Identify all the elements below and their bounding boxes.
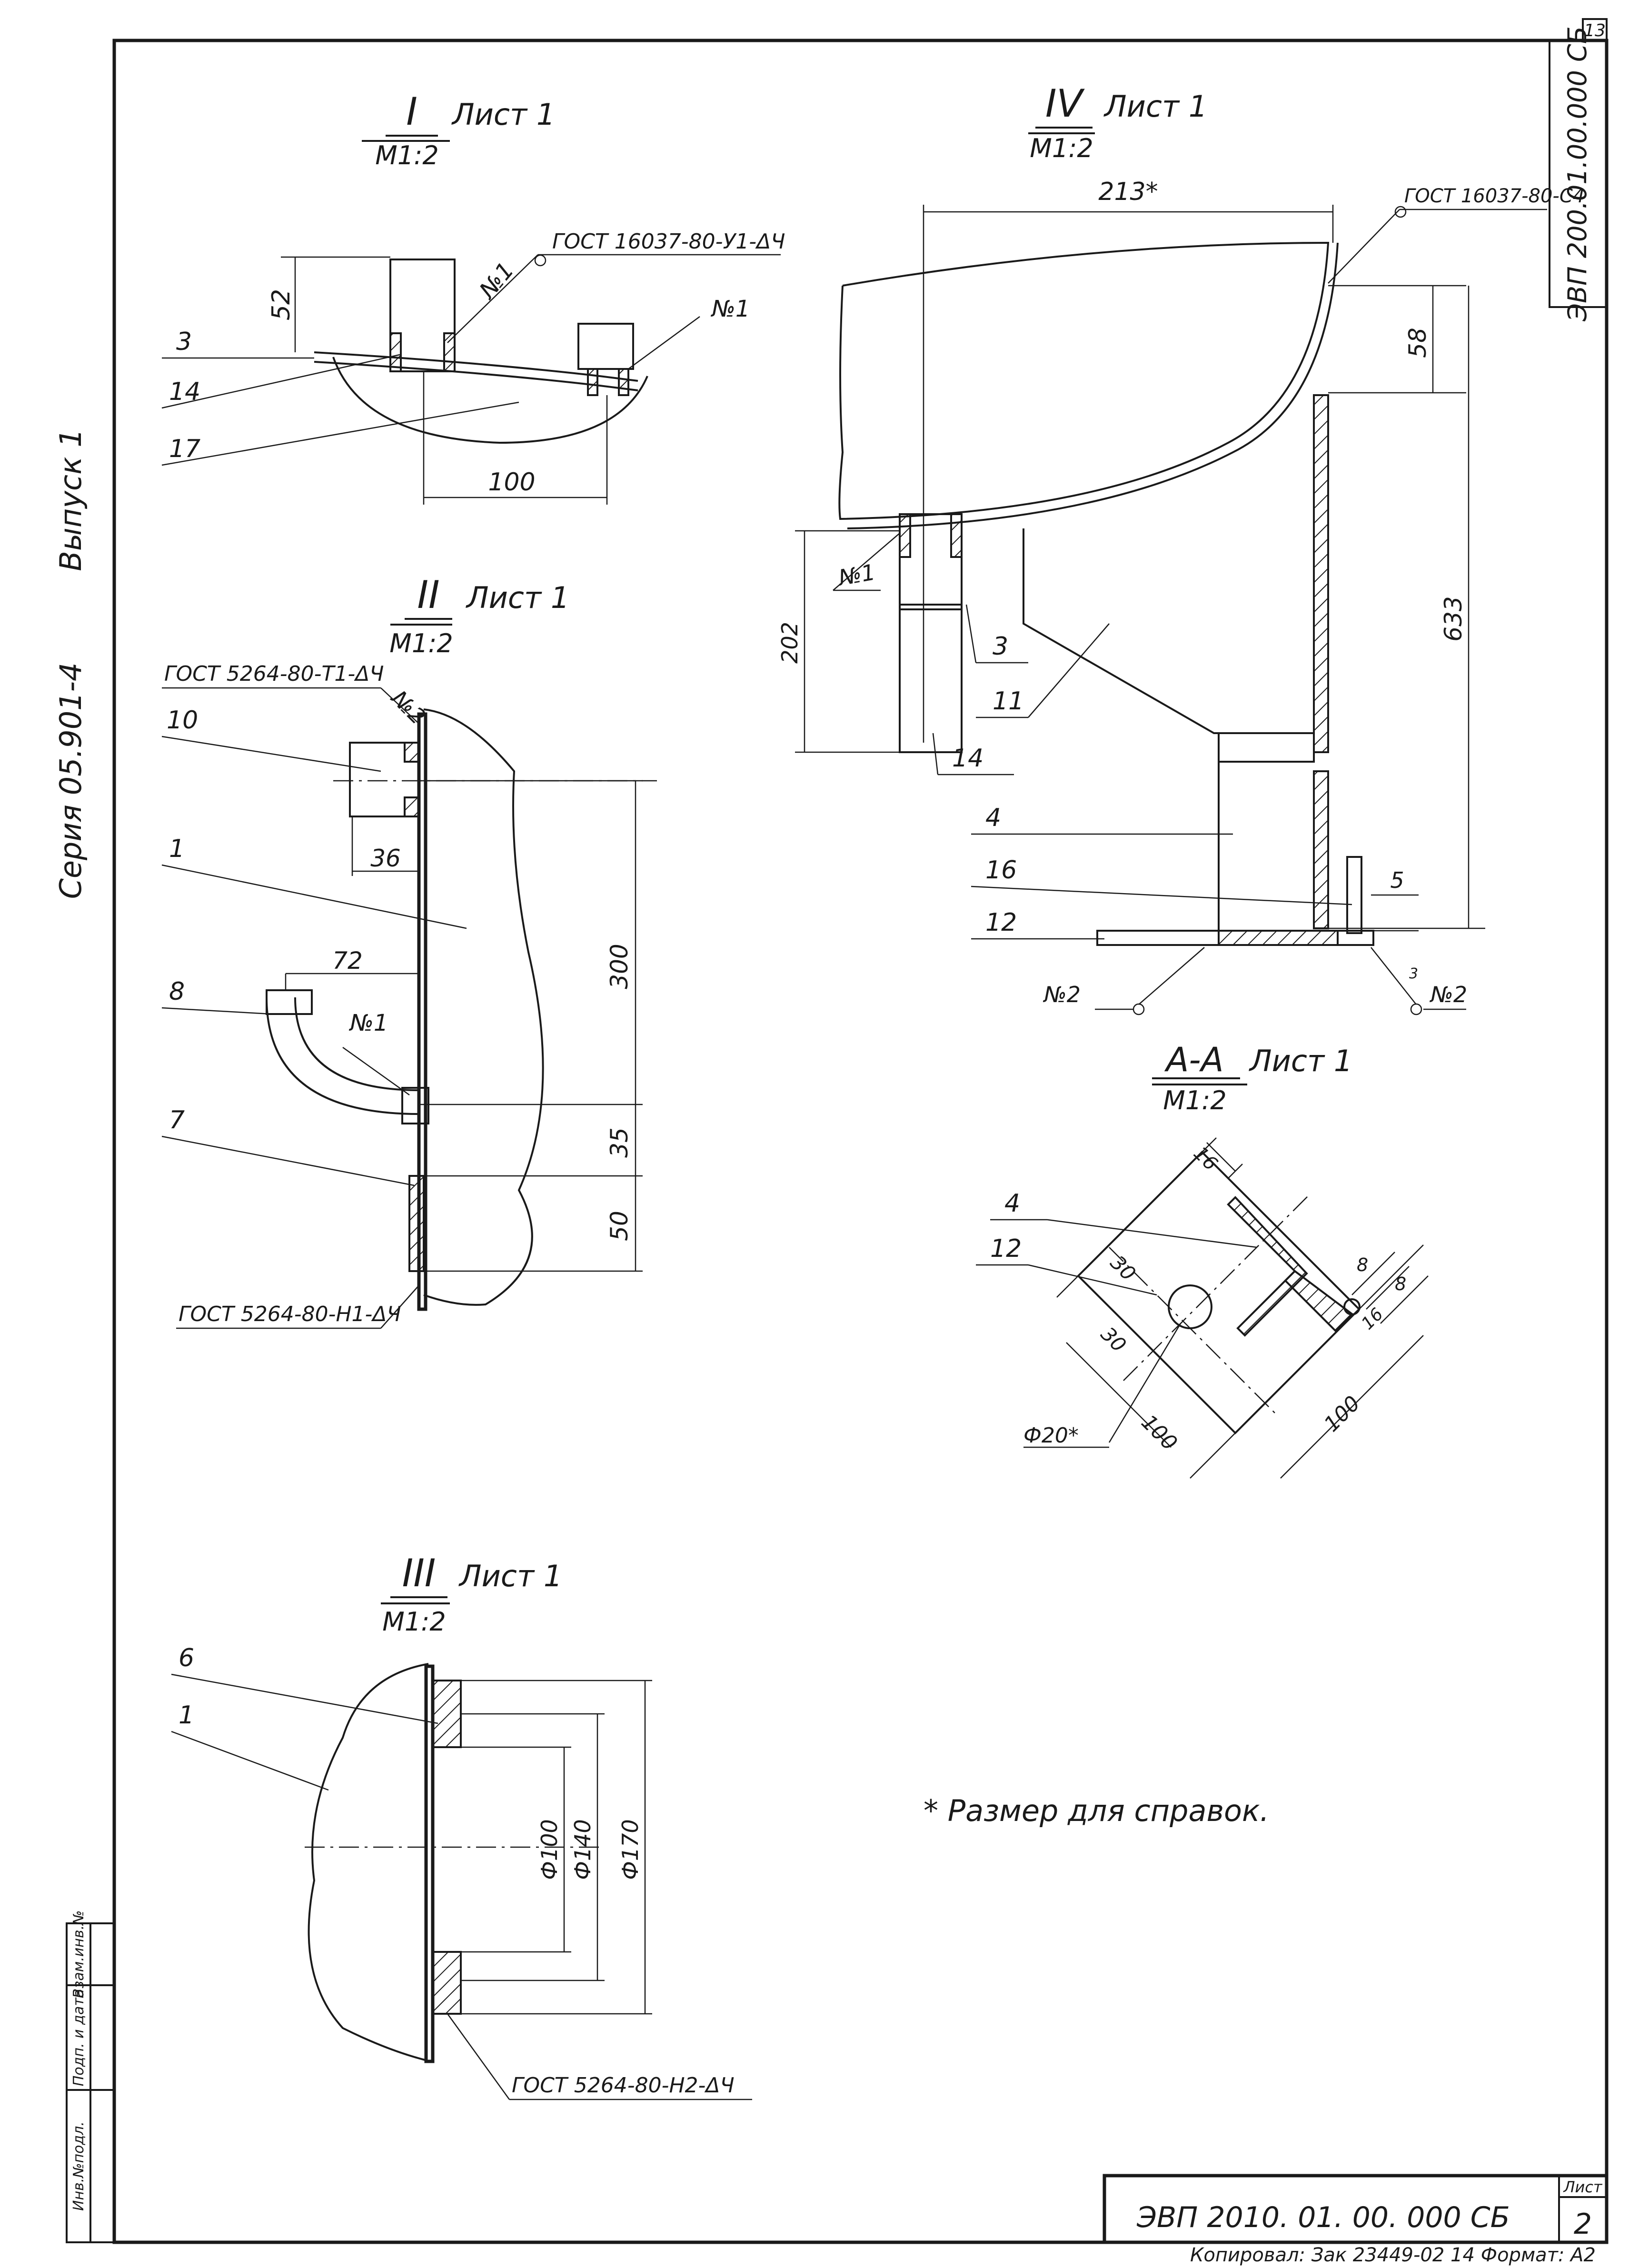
side-issue-text: Выпуск 1: [53, 428, 88, 571]
view2-roman: II: [417, 573, 439, 617]
view3-dim-f100: Ф100: [536, 1819, 562, 1880]
view3-sheet: Лист 1: [458, 1559, 562, 1593]
side-column-replace: Взам.инв.№: [70, 1910, 87, 1999]
view-4: IV Лист 1 М1:2 213* 58 633 202: [777, 81, 1585, 1015]
view4-scale: М1:2: [1030, 133, 1093, 163]
view4-item-12: 12: [985, 908, 1017, 937]
view4-item-3: 3: [993, 632, 1008, 661]
section-aa-dim-100a: 100: [1136, 1410, 1182, 1455]
corner-stamp: ЭВП 200.01.00.000 СБ: [1562, 26, 1592, 322]
section-aa-dim-16-right: 16: [1358, 1304, 1387, 1333]
view2-dim-72: 72: [332, 947, 363, 975]
view2-item-10: 10: [167, 706, 198, 735]
view2-sheet: Лист 1: [466, 580, 569, 615]
view4-dim-213: 213*: [1098, 178, 1158, 206]
view2-gost-top: ГОСТ 5264-80-Т1-ΔЧ: [164, 662, 384, 686]
view1-item-14: 14: [169, 378, 200, 406]
view4-dim-5: 5: [1390, 867, 1404, 893]
view4-dim-58: 58: [1404, 328, 1431, 358]
view2-weld-mid: №1: [348, 1010, 388, 1036]
side-column-inv: Инв.№подл.: [70, 2121, 87, 2211]
view1-item-3: 3: [176, 328, 192, 356]
view3-dim-f170: Ф170: [617, 1819, 643, 1880]
view4-roman: IV: [1045, 81, 1085, 126]
view1-roman: I: [406, 90, 417, 134]
title-sheet-label: Лист: [1563, 2178, 1602, 2196]
title-block: ЭВП 2010. 01. 00. 000 СБ Лист 2 Копирова…: [1103, 2174, 1609, 2266]
view2-dim-300: 300: [606, 944, 633, 989]
view2-dim-36: 36: [370, 845, 401, 872]
view1-scale: М1:2: [375, 140, 439, 170]
section-aa-sheet: Лист 1: [1249, 1044, 1352, 1078]
section-aa-scale: М1:2: [1163, 1085, 1227, 1115]
drawing-frame: 13 ЭВП 200.01.00.000 СБ Серия 05.901-4 В…: [53, 18, 1609, 2244]
view1-dim-52: 52: [267, 289, 296, 320]
view3-gost: ГОСТ 5264-80-Н2-ΔЧ: [512, 2073, 735, 2098]
section-aa: А-А Лист 1 М1:2 16 30 30 100 100 8 8 16 …: [976, 1040, 1429, 1479]
reference-note: * Размер для справок.: [924, 1793, 1269, 1828]
view4-gost: ГОСТ 16037-80-С4: [1404, 185, 1585, 207]
view2-dim-35: 35: [606, 1127, 633, 1158]
side-column-sign: Подп. и дата: [70, 1989, 87, 2086]
section-aa-dim-f20: Ф20*: [1023, 1423, 1079, 1448]
view1-dim-100: 100: [488, 468, 535, 497]
view4-weld-n1: №1: [835, 559, 877, 591]
section-aa-dim-8a: 8: [1357, 1254, 1368, 1275]
view2-item-8: 8: [169, 977, 185, 1006]
view4-item-16: 16: [985, 856, 1017, 885]
view3-roman: III: [402, 1551, 436, 1595]
section-aa-label: А-А: [1164, 1040, 1223, 1079]
view4-weld-n2-right: №2: [1429, 982, 1467, 1007]
view4-sheet: Лист 1: [1103, 89, 1207, 124]
view3-item-1: 1: [179, 1701, 194, 1730]
view2-item-1: 1: [169, 835, 185, 863]
view2-item-7: 7: [169, 1106, 185, 1134]
title-sheet-number: 2: [1574, 2208, 1592, 2241]
view4-dim-633: 633: [1440, 596, 1467, 641]
side-series-text: Серия 05.901-4: [53, 663, 88, 899]
view4-item-14: 14: [952, 744, 983, 773]
section-aa-item-12: 12: [990, 1234, 1022, 1263]
section-aa-item-4: 4: [1004, 1189, 1020, 1218]
view4-weld-leg: 3: [1409, 965, 1418, 982]
view4-weld-n2-left: №2: [1043, 982, 1081, 1007]
view3-dim-f140: Ф140: [570, 1819, 596, 1880]
view4-dim-202: 202: [777, 622, 803, 664]
view3-item-6: 6: [179, 1644, 194, 1672]
view-3: III Лист 1 М1:2 Ф100 Ф140 Ф170 6 1 ГОСТ …: [171, 1551, 752, 2100]
view2-dim-50: 50: [606, 1211, 633, 1241]
view1-weld1: №1: [473, 257, 519, 305]
view4-item-11: 11: [993, 687, 1024, 716]
view-1: I Лист 1 М1:2 52 100 ГОСТ 16037-80-У1-ΔЧ…: [161, 90, 785, 505]
view4-item-4: 4: [985, 804, 1001, 832]
view1-sheet: Лист 1: [451, 97, 555, 132]
section-aa-dim-8b: 8: [1395, 1273, 1406, 1294]
view-2: II Лист 1 М1:2 ГОСТ 5264-80-Т1-ΔЧ №2 36 …: [161, 573, 657, 1329]
view1-gost: ГОСТ 16037-80-У1-ΔЧ: [552, 229, 785, 254]
view2-scale: М1:2: [389, 628, 453, 658]
view3-scale: М1:2: [382, 1607, 446, 1637]
view2-gost-bottom: ГОСТ 5264-80-Н1-ΔЧ: [179, 1302, 401, 1326]
section-aa-dim-30b: 30: [1096, 1322, 1131, 1356]
title-copied-by: Копировал: Зак 23449-02 14 Формат: А2: [1190, 2244, 1596, 2266]
section-aa-dim-30a: 30: [1106, 1251, 1140, 1285]
view1-item-17: 17: [169, 435, 200, 463]
title-designation: ЭВП 2010. 01. 00. 000 СБ: [1136, 2201, 1510, 2234]
view1-weld2: №1: [710, 296, 750, 322]
section-aa-dim-16-top: 16: [1189, 1143, 1222, 1175]
sheet-corner-number: 13: [1584, 21, 1606, 40]
section-aa-dim-100b: 100: [1320, 1391, 1365, 1436]
